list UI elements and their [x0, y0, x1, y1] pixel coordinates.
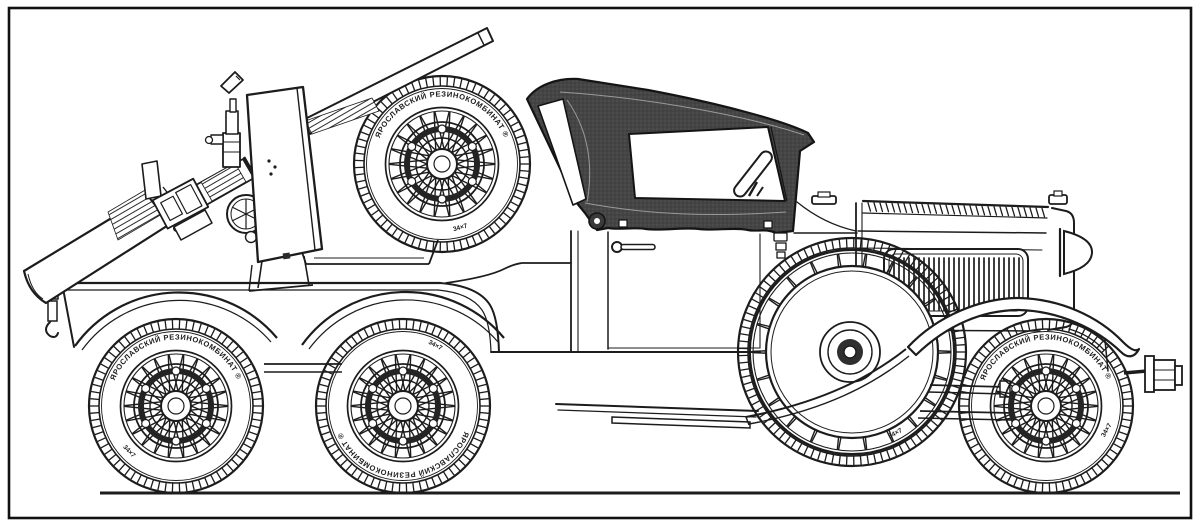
gun-mount-clamp [141, 160, 213, 241]
vehicle-body [45, 190, 1109, 429]
front-wheel: ЯРОСЛАВСКИЙ РЕЗИНОКОМБИНАТ ®34×7 [957, 317, 1135, 495]
canopy-strap [773, 232, 788, 259]
tire-size-text: 34×7 [452, 222, 468, 233]
gear-lever [747, 181, 759, 197]
rear-deck [60, 262, 572, 353]
running-board-step [611, 416, 751, 429]
rear-wheel-1: ЯРОСЛАВСКИЙ РЕЗИНОКОМБИНАТ ®34×7 [87, 317, 265, 495]
frame-border [7, 6, 1193, 520]
gun-assembly [22, 27, 494, 305]
front-fender [745, 296, 1141, 426]
muzzle-cap [477, 32, 485, 46]
windshield-frame [770, 126, 788, 202]
fender-sweep-outer [745, 348, 907, 418]
crank-nut [1174, 365, 1183, 386]
steering-wheel [733, 150, 773, 198]
shield-pedestal [248, 255, 314, 292]
barrel-hatched-band [200, 162, 247, 202]
venturi-nozzle [22, 185, 186, 305]
headlight [1058, 227, 1094, 278]
canopy-seams [559, 91, 805, 216]
canopy-buckle-right [763, 220, 773, 229]
gun-shield [245, 85, 324, 264]
tow-hook [45, 321, 59, 338]
cowl [793, 191, 858, 234]
canopy-soft-top [525, 77, 816, 259]
hood-vent-hatching [867, 202, 1046, 218]
gunsight [204, 71, 244, 168]
door-handle-lever [620, 243, 656, 251]
canopy-rear-bow-gap [537, 98, 587, 206]
starting-crank [1123, 355, 1183, 393]
running-board [555, 403, 759, 429]
spare-wheel-disc [764, 264, 940, 440]
cab-door [607, 231, 761, 350]
canopy-buckle-left [618, 219, 628, 228]
rear-fenders [74, 290, 505, 351]
spare-wheel-top: ЯРОСЛАВСКИЙ РЕЗИНОКОМБИНАТ ®34×7 [352, 74, 532, 254]
fender-sweep-inner [748, 355, 910, 425]
cab-rear-panel [570, 230, 579, 353]
barrel-hatched-band-2 [304, 97, 380, 135]
